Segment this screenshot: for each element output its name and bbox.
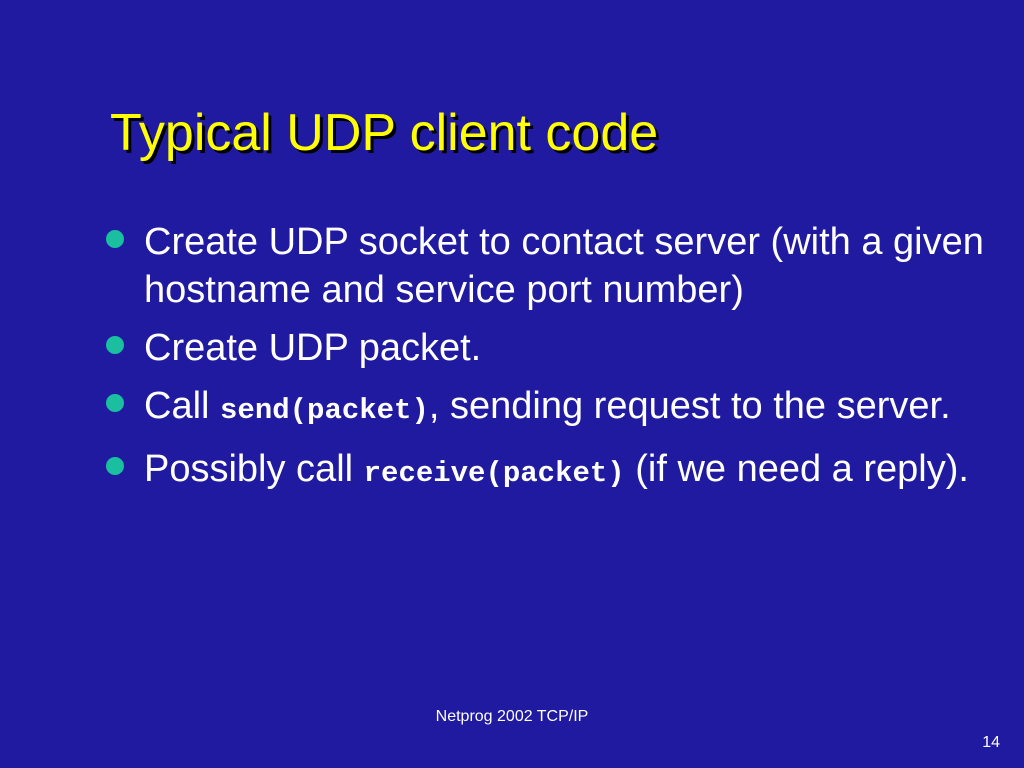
bullet-dot-icon: [106, 336, 124, 354]
bullet-item: Possibly call receive(packet) (if we nee…: [106, 445, 986, 498]
bullet-item: Create UDP packet.: [106, 324, 986, 372]
bullet-dot-icon: [106, 230, 124, 248]
bullet-prefix: Possibly call: [144, 448, 364, 490]
bullet-text: Create UDP socket to contact server (wit…: [144, 221, 984, 311]
bullet-dot-icon: [106, 394, 124, 412]
page-number: 14: [982, 734, 1000, 751]
bullet-suffix: (if we need a reply).: [624, 448, 969, 490]
bullet-dot-icon: [106, 457, 124, 475]
code-receive-packet: receive(packet): [363, 457, 625, 490]
bullet-list: Create UDP socket to contact server (wit…: [106, 218, 986, 508]
slide-title: Typical UDP client code: [110, 104, 659, 162]
bullet-item: Create UDP socket to contact server (wit…: [106, 218, 986, 314]
bullet-suffix: , sending request to the server.: [428, 385, 951, 427]
bullet-prefix: Call: [144, 385, 221, 427]
code-send-packet: send(packet): [220, 394, 429, 427]
bullet-item: Call send(packet), sending request to th…: [106, 382, 986, 435]
footer-text: Netprog 2002 TCP/IP: [435, 708, 589, 725]
bullet-text: Create UDP packet.: [144, 327, 482, 369]
